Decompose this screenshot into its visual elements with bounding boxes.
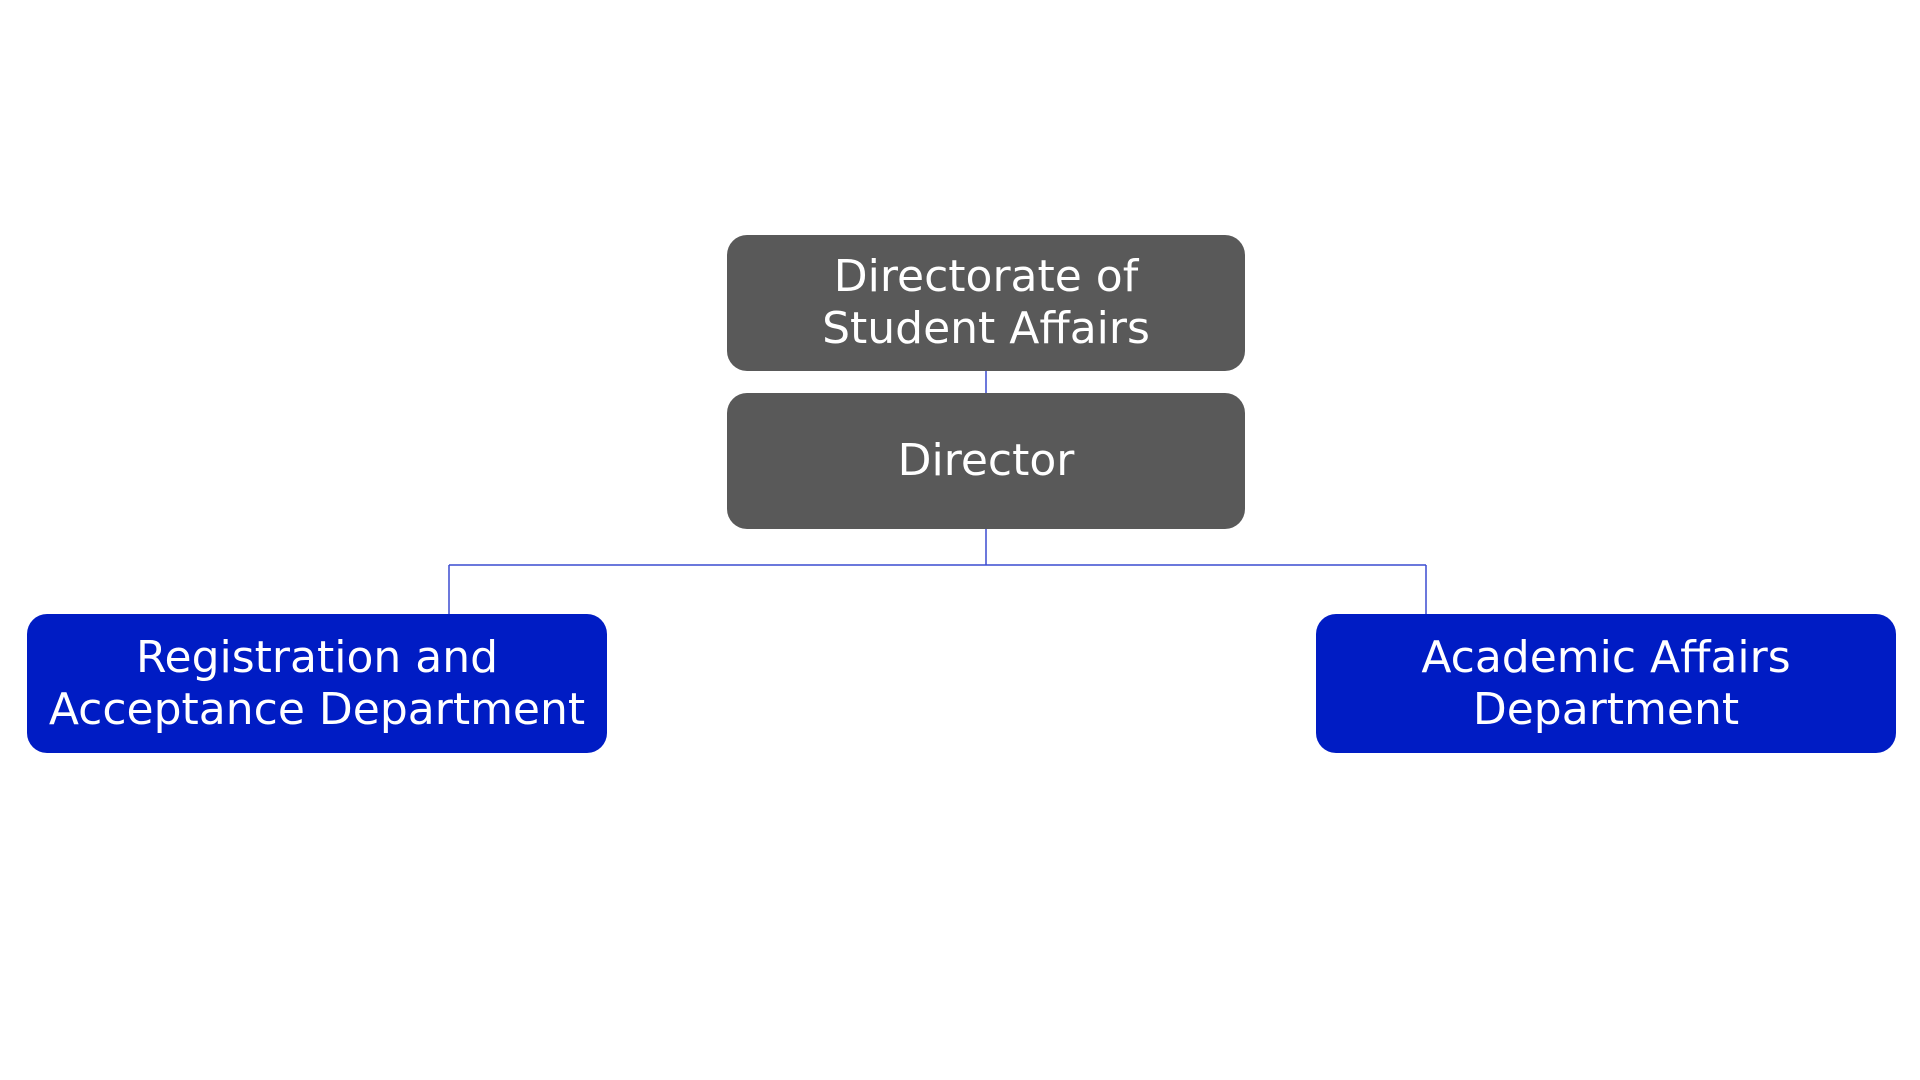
directorate-label-line1: Directorate of	[833, 251, 1139, 302]
director-label: Director	[897, 435, 1075, 486]
directorate-label-line2: Student Affairs	[822, 303, 1150, 354]
director-box: Director	[727, 393, 1245, 529]
directorate-box: Directorate of Student Affairs	[727, 235, 1245, 371]
registration-label-line1: Registration and	[135, 631, 499, 683]
academic-label-line1: Academic Affairs	[1421, 631, 1791, 683]
academic-affairs-department-box: Academic Affairs Department	[1316, 614, 1896, 753]
registration-label-line2: Acceptance Department	[48, 683, 586, 735]
registration-department-box: Registration and Acceptance Department	[27, 614, 607, 753]
academic-label-line2: Department	[1472, 683, 1740, 735]
